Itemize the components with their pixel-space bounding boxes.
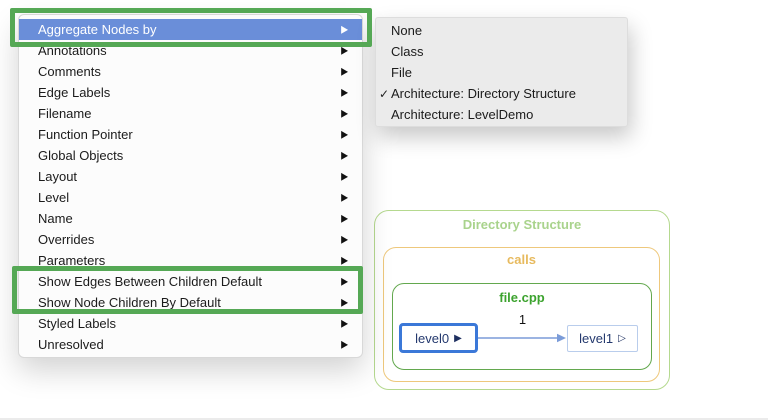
menu-item-label: Styled Labels — [38, 316, 117, 331]
submenu-arrow-icon: ▶ — [341, 317, 348, 329]
submenu-arrow-icon: ▶ — [341, 212, 348, 224]
menu-item-label: Parameters — [38, 253, 106, 268]
menu-item-layout[interactable]: Layout ▶ — [19, 166, 362, 187]
menu-item-label: Layout — [38, 169, 78, 184]
menu-item-level[interactable]: Level ▶ — [19, 187, 362, 208]
node-label: level1 — [579, 331, 614, 346]
menu-item-label: Unresolved — [38, 337, 104, 352]
menu-item-label: Name — [38, 211, 73, 226]
menu-item-annotations[interactable]: Annotations ▶ — [19, 40, 362, 61]
submenu-arrow-icon: ▶ — [341, 107, 348, 119]
menu-item-filename[interactable]: Filename ▶ — [19, 103, 362, 124]
submenu-item-architecture-directory-structure[interactable]: ✓ Architecture: Directory Structure — [376, 83, 627, 104]
submenu-arrow-icon: ▶ — [341, 338, 348, 350]
menu-item-show-edges-between-children-default[interactable]: Show Edges Between Children Default ▶ — [19, 271, 362, 292]
file-cpp-group-box — [392, 283, 652, 370]
submenu-item-file[interactable]: File — [376, 62, 627, 83]
directory-structure-group-label: Directory Structure — [462, 217, 582, 232]
calls-group-box — [383, 247, 660, 382]
window-bottom-edge — [0, 418, 768, 420]
menu-item-label: Overrides — [38, 232, 95, 247]
menu-item-label: Edge Labels — [38, 85, 111, 100]
submenu-arrow-icon: ▶ — [341, 86, 348, 98]
menu-item-edge-labels[interactable]: Edge Labels ▶ — [19, 82, 362, 103]
submenu-item-none[interactable]: None — [376, 20, 627, 41]
submenu-arrow-icon: ▶ — [341, 233, 348, 245]
aggregate-nodes-by-submenu: None Class File ✓ Architecture: Director… — [375, 17, 628, 127]
context-menu: Aggregate Nodes by ▶ Annotations ▶ Comme… — [18, 14, 363, 358]
menu-item-parameters[interactable]: Parameters ▶ — [19, 250, 362, 271]
node-label: level0 — [415, 330, 450, 346]
menu-item-name[interactable]: Name ▶ — [19, 208, 362, 229]
menu-item-show-node-children-by-default[interactable]: Show Node Children By Default ▶ — [19, 292, 362, 313]
menu-item-comments[interactable]: Comments ▶ — [19, 61, 362, 82]
menu-item-label: Global Objects — [38, 148, 124, 163]
checkmark-icon: ✓ — [379, 86, 390, 101]
node-level0[interactable]: level0 ▶ — [399, 323, 478, 353]
submenu-arrow-icon: ▶ — [341, 275, 348, 287]
submenu-item-class[interactable]: Class — [376, 41, 627, 62]
menu-item-styled-labels[interactable]: Styled Labels ▶ — [19, 313, 362, 334]
expand-outline-triangle-icon[interactable]: ▷ — [618, 333, 626, 344]
menu-item-unresolved[interactable]: Unresolved ▶ — [19, 334, 362, 355]
node-level1[interactable]: level1 ▷ — [567, 325, 638, 352]
submenu-arrow-icon: ▶ — [341, 170, 348, 182]
submenu-arrow-icon: ▶ — [341, 65, 348, 77]
calls-group-label: calls — [507, 252, 536, 267]
file-cpp-group-label: file.cpp — [499, 290, 545, 305]
directory-structure-group-box — [374, 210, 670, 390]
submenu-arrow-icon: ▶ — [341, 254, 348, 266]
menu-item-label: Level — [38, 190, 70, 205]
submenu-arrow-icon: ▶ — [341, 23, 348, 35]
submenu-arrow-icon: ▶ — [341, 44, 348, 56]
submenu-item-label: None — [391, 23, 423, 38]
submenu-item-label: Architecture: Directory Structure — [391, 86, 576, 101]
menu-item-label: Annotations — [38, 43, 107, 58]
submenu-item-architecture-leveldemo[interactable]: Architecture: LevelDemo — [376, 104, 627, 125]
submenu-arrow-icon: ▶ — [341, 191, 348, 203]
submenu-item-label: Class — [391, 44, 424, 59]
menu-item-label: Show Node Children By Default — [38, 295, 221, 310]
submenu-arrow-icon: ▶ — [341, 296, 348, 308]
expand-filled-triangle-icon[interactable]: ▶ — [454, 332, 462, 344]
menu-item-label: Show Edges Between Children Default — [38, 274, 263, 289]
submenu-item-label: File — [391, 65, 412, 80]
menu-item-function-pointer[interactable]: Function Pointer ▶ — [19, 124, 362, 145]
menu-item-label: Filename — [38, 106, 92, 121]
edge-count-label: 1 — [518, 312, 527, 327]
menu-item-label: Aggregate Nodes by — [38, 22, 157, 37]
menu-item-global-objects[interactable]: Global Objects ▶ — [19, 145, 362, 166]
submenu-arrow-icon: ▶ — [341, 149, 348, 161]
menu-item-label: Comments — [38, 64, 101, 79]
submenu-item-label: Architecture: LevelDemo — [391, 107, 534, 122]
menu-item-overrides[interactable]: Overrides ▶ — [19, 229, 362, 250]
call-edge-arrow — [478, 333, 566, 343]
menu-item-aggregate-nodes-by[interactable]: Aggregate Nodes by ▶ — [19, 19, 362, 40]
submenu-arrow-icon: ▶ — [341, 128, 348, 140]
menu-item-label: Function Pointer — [38, 127, 133, 142]
